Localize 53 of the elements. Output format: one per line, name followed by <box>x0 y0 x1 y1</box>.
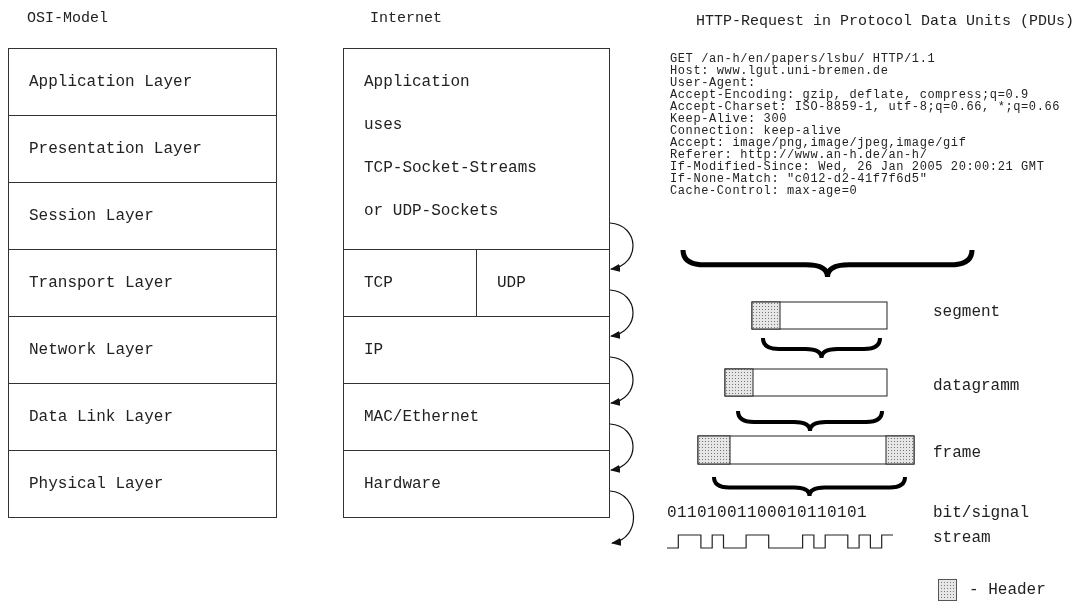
layer-label: MAC/Ethernet <box>364 406 481 428</box>
http-header-line: If-Modified-Since: Wed, 26 Jan 2005 20:00:21 GMT <box>670 161 1045 173</box>
layer-box <box>8 48 277 116</box>
http-header-line: User-Agent: <box>670 77 756 89</box>
http-header-line: If-None-Match: "c012-d2-41f7f6d5" <box>670 173 928 185</box>
curved-arrow <box>609 222 634 271</box>
http-header-line: Host: www.lgut.uni-bremen.de <box>670 65 889 77</box>
layer-label: Presentation Layer <box>29 138 203 160</box>
column-heading: OSI-Model <box>27 9 108 29</box>
http-header-line: Accept-Charset: ISO-8859-1, utf-8;q=0.66, *;q=0.66 <box>670 101 1061 113</box>
pdu-label: bit/signal stream <box>933 503 1030 549</box>
http-header-line: Accept-Encoding: gzip, deflate, compress;q=0.9 <box>670 89 1029 101</box>
layer-label: Data Link Layer <box>29 406 175 428</box>
layer-box <box>343 48 610 250</box>
curved-arrow <box>609 423 634 472</box>
http-header-line: Referer: http://www.an-h.de/an-h/ <box>670 149 928 161</box>
curved-arrow <box>609 490 635 545</box>
layer-box <box>343 383 610 451</box>
layer-label: Application Layer <box>29 71 194 93</box>
layer-box <box>8 383 277 451</box>
layer-box <box>8 249 277 317</box>
layer-box <box>8 182 277 250</box>
column-heading: HTTP-Request in Protocol Data Units (PDUs) <box>694 12 1074 32</box>
layer-label: Physical Layer <box>29 473 165 495</box>
layer-box <box>8 316 277 384</box>
layer-label: Application <box>364 72 471 93</box>
http-header-line: Connection: keep-alive <box>670 125 842 137</box>
pdu-label: datagramm <box>933 376 1020 397</box>
layer-label: Transport Layer <box>29 272 175 294</box>
pdu-label: frame <box>933 443 981 464</box>
layer-label: UDP <box>497 272 527 294</box>
layer-box <box>8 115 277 183</box>
layer-label: or UDP-Sockets <box>364 201 500 222</box>
curved-arrow <box>609 356 634 405</box>
layer-label: uses <box>364 115 404 136</box>
http-header-line: Cache-Control: max-age=0 <box>670 185 858 197</box>
layer-label: TCP <box>364 272 394 294</box>
http-header-line: Keep-Alive: 300 <box>670 113 788 125</box>
layer-label: IP <box>364 339 385 361</box>
layer-label: TCP-Socket-Streams <box>364 158 538 179</box>
http-request-line: GET /an-h/en/papers/lsbu/ HTTP/1.1 <box>670 53 936 65</box>
layer-label: Network Layer <box>29 339 155 361</box>
pdu-label: segment <box>933 302 1001 323</box>
layer-box <box>343 450 610 518</box>
layer-label: Session Layer <box>29 205 155 227</box>
http-header-line: Accept: image/png,image/jpeg,image/gif <box>670 137 967 149</box>
layer-box <box>343 316 610 384</box>
layer-box <box>8 450 277 518</box>
bit-sequence: 01101001100010110101 <box>667 503 868 524</box>
layer-label: Hardware <box>364 473 442 495</box>
column-heading: Internet <box>370 9 442 29</box>
legend-label: - Header <box>969 580 1046 601</box>
curved-arrow <box>609 289 634 338</box>
